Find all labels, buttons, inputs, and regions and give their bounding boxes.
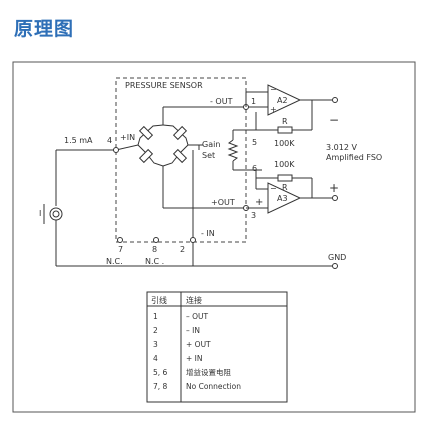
pin-4-label: 4 xyxy=(107,136,112,145)
table-row-connection: – OUT xyxy=(186,312,209,321)
table-row-pin: 1 xyxy=(153,312,158,321)
bridge-resistors xyxy=(138,125,188,164)
pin-8-label: 8 xyxy=(152,245,157,254)
a2-r-value: 100K xyxy=(274,139,295,148)
plus-in-label: +IN xyxy=(120,133,135,142)
a3-plus-input: + xyxy=(255,197,263,208)
output-terminal-minus xyxy=(332,97,338,103)
pin-dots xyxy=(113,104,249,243)
output-plus-sign: + xyxy=(329,181,339,195)
nc-7-label: N.C. xyxy=(106,257,123,266)
output-terminal-plus xyxy=(332,195,338,201)
plus-out-label: +OUT xyxy=(211,198,235,207)
pin-3-label: 3 xyxy=(251,211,256,220)
pin-6-label: 6 xyxy=(252,164,257,173)
nc-8-label: N.C . xyxy=(145,257,164,266)
output-amplified: Amplified FSO xyxy=(326,153,382,162)
current-source-label: I xyxy=(39,209,41,218)
current-source xyxy=(49,149,116,266)
amplifier-a3 xyxy=(246,170,332,214)
sensor-box xyxy=(115,77,247,243)
output-voltage: 3.012 V xyxy=(326,143,357,152)
table-row-connection: + OUT xyxy=(186,340,211,349)
a3-r-value: 100K xyxy=(274,160,295,169)
table-header-connection: 连接 xyxy=(186,295,202,305)
table-row-connection: – IN xyxy=(186,326,200,335)
wheatstone-bridge xyxy=(137,106,199,167)
minus-out-label: - OUT xyxy=(210,97,233,106)
a2-feedback-r: R xyxy=(282,117,288,126)
output-minus-sign: − xyxy=(329,113,339,127)
table-row-pin: 7, 8 xyxy=(153,382,168,391)
sensor-label: PRESSURE SENSOR xyxy=(125,81,203,90)
gain-set-label-line1: Gain xyxy=(202,140,220,149)
table-row-pin: 3 xyxy=(153,340,158,349)
a3-minus-input: − xyxy=(270,184,277,193)
a2-plus-input: + xyxy=(270,105,277,114)
a2-minus-input: − xyxy=(270,85,277,94)
pin-7-label: 7 xyxy=(118,245,123,254)
minus-in-label: - IN xyxy=(201,229,215,238)
table-header-pin: 引线 xyxy=(151,295,167,305)
ground-label: GND xyxy=(328,253,346,262)
ground-terminal xyxy=(332,263,338,269)
pin-table xyxy=(146,291,288,403)
pin-1-label: 1 xyxy=(251,97,256,106)
page-title: 原理图 xyxy=(14,18,75,40)
gain-set-label-line2: Set xyxy=(202,151,215,160)
table-row-connection: + IN xyxy=(186,354,203,363)
table-row-pin: 4 xyxy=(153,354,158,363)
current-label: 1.5 mA xyxy=(64,136,93,145)
table-row-pin: 5, 6 xyxy=(153,368,168,377)
table-row-pin: 2 xyxy=(153,326,158,335)
pin-5-label: 5 xyxy=(252,138,257,147)
pin-2-label: 2 xyxy=(180,245,185,254)
diagram-frame xyxy=(12,61,416,413)
table-row-connection: 增益设置电阻 xyxy=(186,367,231,377)
amplifier-a2 xyxy=(245,84,332,134)
a3-feedback-r: R xyxy=(282,183,288,192)
a3-label: A3 xyxy=(277,194,288,203)
table-row-connection: No Connection xyxy=(186,382,241,391)
a2-label: A2 xyxy=(277,96,288,105)
